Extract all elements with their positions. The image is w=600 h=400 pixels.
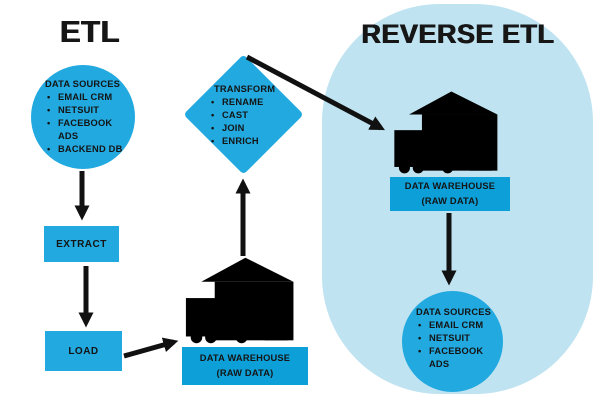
bullet-item: • NETSUIT: [416, 332, 497, 345]
bullet-item-label: EMAIL CRM: [429, 320, 484, 330]
warehouse-truck-icon: [394, 91, 498, 174]
bullet-icon: •: [47, 144, 51, 154]
bullet-item: • EMAIL CRM: [416, 319, 497, 332]
transform-node: TRANSFORM • RENAME • CAST • JOIN • ENRICH: [183, 54, 304, 175]
bullet-icon: •: [418, 320, 422, 330]
transform-content: TRANSFORM • RENAME • CAST • JOIN • ENRICH: [209, 83, 283, 148]
data-sources-list: • EMAIL CRM • NETSUIT • FACEBOOK ADS: [416, 319, 497, 371]
extract-label: EXTRACT: [56, 238, 107, 250]
bullet-item-label: FACEBOOK ADS: [58, 118, 113, 141]
bullet-icon: •: [418, 333, 422, 343]
bullet-item-label: CAST: [222, 110, 249, 120]
bullet-item: • RENAME: [209, 96, 283, 109]
data-sources-heading: DATA SOURCES: [45, 79, 121, 89]
bullet-item: • FACEBOOK ADS: [45, 117, 127, 143]
reverse-etl-title: REVERSE ETL: [361, 19, 555, 49]
bullet-icon: •: [211, 110, 215, 120]
etl-data-sources-node: DATA SOURCES • EMAIL CRM • NETSUIT • FACEBOOK…: [31, 65, 135, 169]
bullet-icon: •: [47, 92, 51, 102]
bullet-item-label: JOIN: [222, 123, 245, 133]
warehouse-truck-icon: [185, 257, 294, 344]
bullet-item: • ENRICH: [209, 135, 283, 148]
bullet-icon: •: [47, 118, 51, 128]
bullet-item: • CAST: [209, 109, 283, 122]
arrow-load-to-warehouse: [123, 337, 179, 359]
transform-list: • RENAME • CAST • JOIN • ENRICH: [209, 96, 283, 148]
load-label: LOAD: [68, 345, 99, 357]
bullet-item: • NETSUIT: [45, 104, 127, 117]
etl-title: ETL: [59, 14, 121, 49]
bullet-item: • BACKEND DB: [45, 143, 127, 156]
etl-warehouse-label: DATA WAREHOUSE (RAW DATA): [182, 347, 308, 385]
bullet-icon: •: [47, 105, 51, 115]
bullet-item-label: NETSUIT: [429, 333, 471, 343]
bullet-icon: •: [418, 346, 422, 356]
bullet-item-label: NETSUIT: [58, 105, 100, 115]
reverse-etl-data-sources-node: DATA SOURCES • EMAIL CRM • NETSUIT • FACEBOOK…: [402, 291, 503, 392]
transform-heading: TRANSFORM: [214, 84, 276, 94]
bullet-item-label: EMAIL CRM: [58, 92, 113, 102]
data-sources-heading: DATA SOURCES: [416, 307, 492, 317]
bullet-item: • FACEBOOK ADS: [416, 345, 497, 371]
bullet-item-label: ENRICH: [222, 136, 259, 146]
bullet-item-label: FACEBOOK ADS: [429, 346, 484, 369]
reverse-etl-warehouse-label: DATA WAREHOUSE (RAW DATA): [390, 177, 510, 211]
bullet-icon: •: [211, 123, 215, 133]
bullet-item-label: BACKEND DB: [58, 144, 123, 154]
load-node: LOAD: [45, 331, 122, 371]
bullet-item-label: RENAME: [222, 97, 264, 107]
bullet-icon: •: [211, 136, 215, 146]
bullet-item: • EMAIL CRM: [45, 91, 127, 104]
bullet-icon: •: [211, 97, 215, 107]
data-sources-list: • EMAIL CRM • NETSUIT • FACEBOOK ADS • BACKEND …: [45, 91, 127, 156]
bullet-item: • JOIN: [209, 122, 283, 135]
extract-node: EXTRACT: [44, 226, 119, 262]
